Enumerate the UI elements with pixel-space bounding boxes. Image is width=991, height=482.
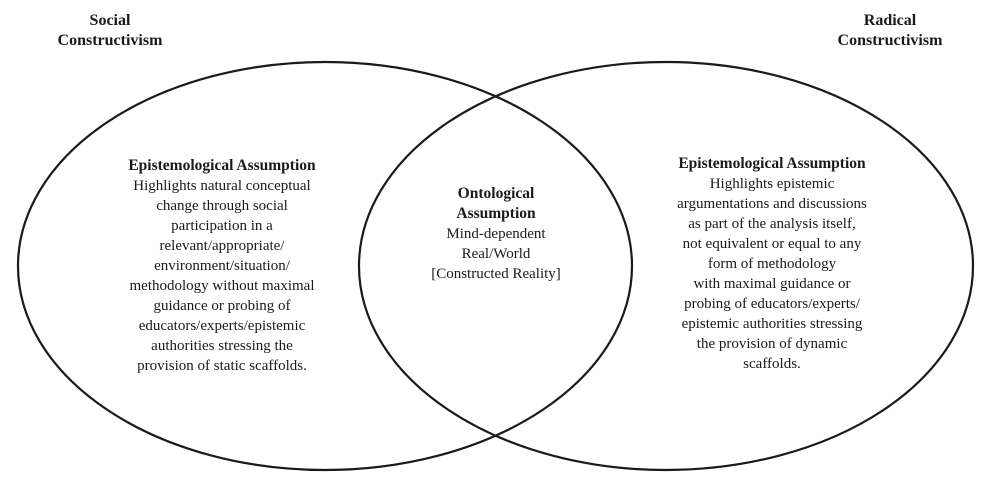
right-ellipse-outline [357,60,975,472]
right-epistemological-heading: Epistemological Assumption [678,155,866,172]
right-epistemological-body: Highlights epistemic argumentations and … [677,176,867,372]
center-overlap-text: Ontological Assumption Mind-dependent Re… [396,184,596,284]
label-social-constructivism: Social Constructivism [57,12,163,49]
ontological-body: Mind-dependent Real/World [Constructed R… [431,226,561,282]
left-epistemological-heading: Epistemological Assumption [128,157,316,174]
left-circle-text: Epistemological Assumption Highlights na… [97,156,347,376]
label-radical-constructivism: Radical Constructivism [837,12,943,49]
left-epistemological-body: Highlights natural conceptual change thr… [129,178,315,374]
left-ellipse-outline [16,60,634,472]
right-circle-text: Epistemological Assumption Highlights ep… [642,154,902,374]
ontological-heading: Ontological Assumption [456,185,536,222]
